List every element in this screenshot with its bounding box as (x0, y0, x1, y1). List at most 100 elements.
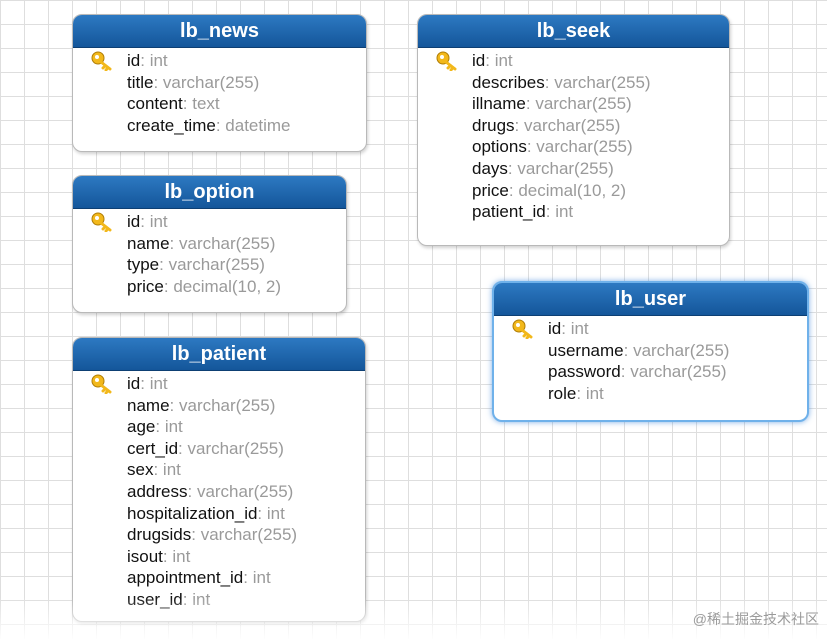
field-label: drugs (472, 115, 515, 135)
primary-key-icon (91, 212, 112, 232)
field-type: int (172, 546, 191, 566)
field-separator: : (153, 72, 163, 92)
field-row[interactable]: appointment_id: int (73, 567, 365, 589)
table-title: lb_option (73, 176, 346, 209)
field-label: appointment_id (127, 568, 244, 588)
field-name: name: varchar(255) (127, 233, 275, 255)
field-type: datetime (225, 115, 291, 135)
field-separator: : (526, 137, 537, 157)
field-label: title (127, 72, 154, 92)
field-separator: : (159, 255, 169, 275)
field-type: varchar(255) (554, 72, 651, 92)
field-row[interactable]: hospitalization_id: int (73, 503, 365, 525)
field-type: varchar(255) (196, 481, 294, 501)
field-row[interactable]: type: varchar(255) (73, 254, 346, 276)
field-row[interactable]: describes: varchar(255) (418, 72, 729, 94)
field-row[interactable]: name: varchar(255) (73, 395, 365, 417)
field-name: appointment_id: int (127, 567, 271, 589)
field-row[interactable]: illname: varchar(255) (418, 93, 729, 115)
field-type: int (570, 319, 589, 338)
field-row[interactable]: title: varchar(255) (73, 72, 366, 94)
field-label: address (127, 481, 188, 501)
field-separator: : (215, 115, 226, 135)
field-type: varchar(255) (187, 438, 284, 458)
field-separator: : (162, 546, 173, 566)
field-separator: : (485, 51, 495, 70)
field-label: options (472, 137, 527, 157)
field-name: id: int (548, 318, 589, 340)
field-label: age (127, 417, 156, 437)
field-name: days: varchar(255) (472, 158, 614, 180)
field-type: int (162, 460, 181, 480)
field-separator: : (155, 417, 165, 437)
field-type: int (494, 51, 513, 70)
field-row[interactable]: price: decimal(10, 2) (73, 276, 346, 298)
field-type: int (149, 51, 168, 70)
field-row[interactable]: cert_id: varchar(255) (73, 438, 365, 460)
field-name: type: varchar(255) (127, 254, 265, 276)
field-separator: : (163, 276, 174, 296)
field-name: sex: int (127, 459, 181, 481)
field-label: describes (472, 72, 545, 92)
field-row[interactable]: options: varchar(255) (418, 136, 729, 158)
field-name: password: varchar(255) (548, 361, 727, 383)
field-row[interactable]: drugs: varchar(255) (418, 115, 729, 137)
field-type: varchar(255) (178, 395, 276, 415)
field-name: title: varchar(255) (127, 72, 259, 94)
field-separator: : (508, 180, 519, 200)
field-row[interactable]: id: int (494, 318, 807, 340)
field-row[interactable]: drugsids: varchar(255) (73, 524, 365, 546)
field-row[interactable]: id: int (418, 50, 729, 72)
field-row[interactable]: id: int (73, 211, 346, 233)
field-separator: : (620, 362, 631, 382)
field-label: id (127, 51, 141, 70)
field-type: int (149, 374, 168, 393)
field-separator: : (243, 568, 253, 588)
field-separator: : (623, 340, 634, 360)
field-label: illname (472, 94, 526, 114)
primary-key-icon (91, 374, 112, 394)
field-row[interactable]: sex: int (73, 459, 365, 481)
primary-key-icon (436, 51, 457, 71)
field-name: username: varchar(255) (548, 340, 729, 362)
field-name: price: decimal(10, 2) (472, 180, 626, 202)
field-row[interactable]: age: int (73, 416, 365, 438)
field-name: hospitalization_id: int (127, 503, 285, 525)
field-row[interactable]: id: int (73, 373, 365, 395)
field-row[interactable]: id: int (73, 50, 366, 72)
field-type: int (585, 383, 604, 403)
field-row[interactable]: price: decimal(10, 2) (418, 180, 729, 202)
field-type: varchar(255) (517, 158, 614, 178)
field-row[interactable]: patient_id: int (418, 201, 729, 223)
field-separator: : (544, 72, 555, 92)
field-name: name: varchar(255) (127, 395, 275, 417)
field-row[interactable]: password: varchar(255) (494, 361, 807, 383)
field-separator: : (525, 94, 536, 114)
field-row[interactable]: create_time: datetime (73, 115, 366, 137)
field-label: id (127, 212, 141, 231)
field-label: cert_id (127, 438, 179, 458)
field-name: isout: int (127, 546, 190, 568)
field-row[interactable]: username: varchar(255) (494, 340, 807, 362)
primary-key-icon (512, 319, 533, 339)
field-row[interactable]: role: int (494, 383, 807, 405)
table-title: lb_patient (73, 338, 365, 371)
field-label: type (127, 255, 160, 275)
field-name: illname: varchar(255) (472, 93, 632, 115)
table-title: lb_user (494, 283, 807, 316)
field-label: name (127, 395, 170, 415)
field-row[interactable]: address: varchar(255) (73, 481, 365, 503)
field-label: hospitalization_id (127, 503, 258, 523)
field-row[interactable]: content: text (73, 93, 366, 115)
field-row[interactable]: name: varchar(255) (73, 233, 346, 255)
field-name: patient_id: int (472, 201, 573, 223)
field-row[interactable]: isout: int (73, 546, 365, 568)
watermark-fade: @稀土掘金技术社区 (0, 597, 827, 639)
field-row[interactable]: days: varchar(255) (418, 158, 729, 180)
